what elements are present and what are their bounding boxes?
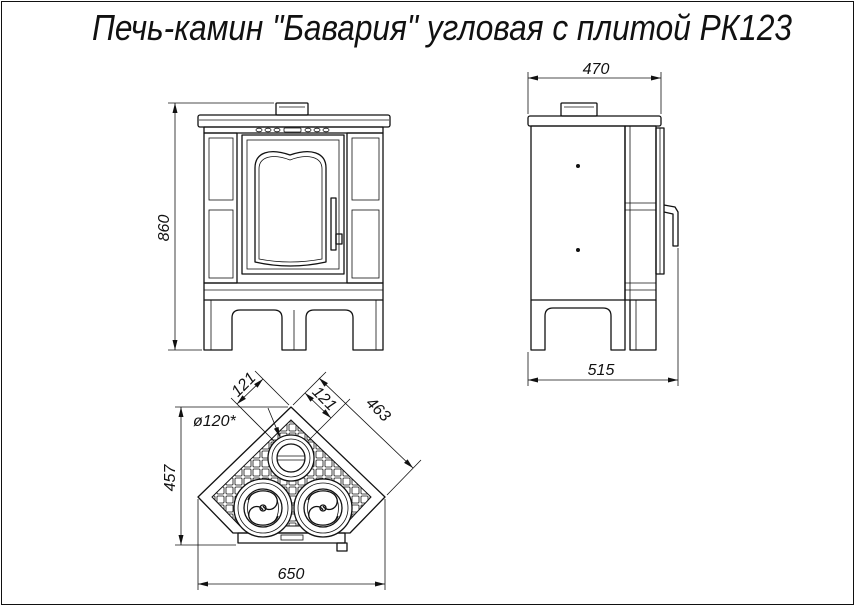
extension-line — [230, 397, 275, 442]
burner-outer — [293, 478, 353, 538]
extension-line — [386, 459, 422, 496]
dimension-label-650: 650 — [278, 566, 305, 583]
air-vent-slider — [283, 127, 302, 133]
side-rivet — [576, 248, 580, 252]
plan-door-handle — [336, 542, 348, 552]
dimension-label-flue-diameter: ø120* — [193, 413, 236, 430]
burner-ornament — [307, 493, 339, 523]
plan-front-door — [237, 532, 346, 544]
front-left-tile-upper — [208, 137, 234, 201]
front-right-tile-lower — [351, 209, 380, 279]
air-vent-hole — [273, 127, 281, 133]
burner-ring — [237, 482, 289, 534]
flue-outer — [267, 434, 315, 482]
air-vent-hole — [322, 127, 330, 133]
front-base-band — [203, 282, 384, 301]
burner-lid — [243, 488, 283, 528]
side-body-panel — [530, 125, 626, 301]
front-air-vents — [255, 127, 330, 133]
side-front-leg — [629, 300, 657, 351]
dimension-label-470: 470 — [583, 61, 610, 78]
air-vent-hole — [313, 127, 321, 133]
burner-center — [259, 504, 267, 512]
dimension-470: 470 — [527, 61, 662, 114]
dimension-label-515: 515 — [588, 362, 615, 379]
side-chimney — [560, 102, 598, 117]
side-top-plate — [527, 115, 662, 127]
front-legs — [203, 300, 384, 351]
burner-outer — [233, 478, 293, 538]
plan-door-plate — [280, 534, 304, 541]
side-door-handle — [663, 204, 679, 247]
front-upper-band — [203, 126, 384, 134]
drawing-title: Печь-камин "Бавария" угловая с плитой РК… — [92, 7, 792, 48]
dimension-line — [236, 378, 264, 405]
flue-opening — [276, 443, 306, 473]
extension-line — [292, 371, 327, 406]
dimension-650: 650 — [197, 499, 386, 590]
front-door-frame — [246, 139, 340, 270]
plan-flue — [267, 434, 315, 482]
dimension-label-121-right: 121 — [309, 384, 340, 415]
air-vent-hole — [255, 127, 263, 133]
front-door-glass-inner — [258, 156, 323, 263]
front-top-plate — [197, 114, 391, 128]
front-door-handle-knob — [335, 233, 343, 245]
flue-rim — [271, 438, 311, 478]
front-left-tile-lower — [208, 209, 234, 279]
extension-line — [254, 370, 290, 406]
side-view — [527, 102, 679, 351]
dimension-label-121-left: 121 — [229, 370, 260, 401]
side-rivet — [576, 164, 580, 168]
dimension-515: 515 — [527, 248, 679, 386]
plan-burner-right — [293, 478, 353, 538]
leader-line — [267, 407, 281, 438]
air-vent-hole — [264, 127, 272, 133]
top-view — [197, 406, 386, 552]
callout-flue-diameter: ø120* — [193, 407, 281, 438]
front-door-handle — [330, 197, 337, 251]
burner-ring — [297, 482, 349, 534]
dimension-label-860: 860 — [156, 215, 173, 242]
dimension-label-463: 463 — [362, 394, 393, 425]
burner-lid — [303, 488, 343, 528]
front-right-tile-upper — [351, 137, 380, 201]
burner-center — [319, 504, 327, 512]
dimension-860: 860 — [156, 102, 274, 351]
front-chimney — [275, 102, 309, 116]
front-view — [197, 102, 391, 351]
front-door-glass — [254, 151, 327, 267]
burner-ornament — [247, 493, 279, 523]
dimension-457: 457 — [162, 406, 288, 546]
dimension-line — [318, 377, 414, 469]
plan-burner-left — [233, 478, 293, 538]
air-vent-hole — [304, 127, 312, 133]
side-legs — [530, 300, 626, 351]
front-door — [241, 134, 345, 275]
dimension-label-457: 457 — [162, 464, 179, 492]
